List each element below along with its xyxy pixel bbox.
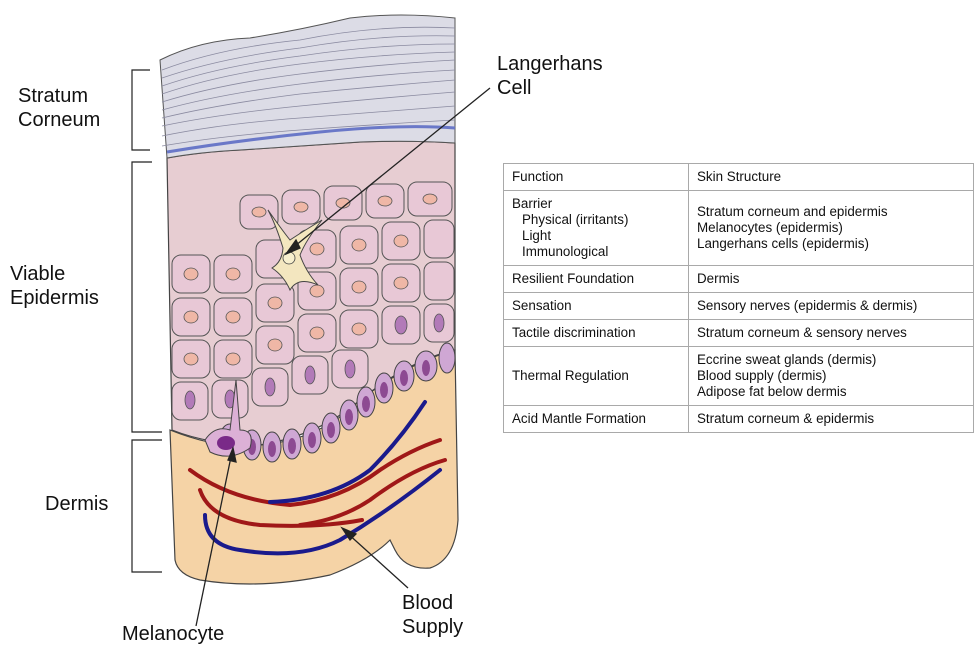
function-cell: Barrier Physical (irritants) Light Immun… <box>504 191 689 266</box>
label-viable-epidermis: Viable Epidermis <box>10 262 99 310</box>
layer-brackets <box>132 70 162 572</box>
dermis-bracket <box>132 440 162 572</box>
table-row: Resilient Foundation Dermis <box>504 266 974 293</box>
skin-function-table: Function Skin Structure Barrier Physical… <box>503 163 974 433</box>
table-row: Thermal Regulation Eccrine sweat glands … <box>504 347 974 406</box>
structure-cell: Stratum corneum & sensory nerves <box>689 320 974 347</box>
function-cell: Sensation <box>504 293 689 320</box>
function-cell: Resilient Foundation <box>504 266 689 293</box>
structure-cell: Stratum corneum and epidermis Melanocyte… <box>689 191 974 266</box>
label-stratum-corneum: Stratum Corneum <box>18 84 100 132</box>
function-cell: Tactile discrimination <box>504 320 689 347</box>
structure-cell: Eccrine sweat glands (dermis) Blood supp… <box>689 347 974 406</box>
table-row: Acid Mantle Formation Stratum corneum & … <box>504 406 974 433</box>
structure-cell: Sensory nerves (epidermis & dermis) <box>689 293 974 320</box>
label-melanocyte: Melanocyte <box>122 622 224 646</box>
structure-cell: Dermis <box>689 266 974 293</box>
label-dermis: Dermis <box>45 492 108 516</box>
function-cell: Thermal Regulation <box>504 347 689 406</box>
table-header-row: Function Skin Structure <box>504 164 974 191</box>
structure-cell: Stratum corneum & epidermis <box>689 406 974 433</box>
function-cell: Acid Mantle Formation <box>504 406 689 433</box>
table-row: Sensation Sensory nerves (epidermis & de… <box>504 293 974 320</box>
table-row: Barrier Physical (irritants) Light Immun… <box>504 191 974 266</box>
stratum-corneum-bracket <box>132 70 150 150</box>
viable-epidermis-bracket <box>132 162 162 432</box>
label-langerhans-cell: Langerhans Cell <box>497 52 603 100</box>
label-blood-supply: Blood Supply <box>402 591 463 639</box>
header-function: Function <box>504 164 689 191</box>
header-skin-structure: Skin Structure <box>689 164 974 191</box>
table-row: Tactile discrimination Stratum corneum &… <box>504 320 974 347</box>
